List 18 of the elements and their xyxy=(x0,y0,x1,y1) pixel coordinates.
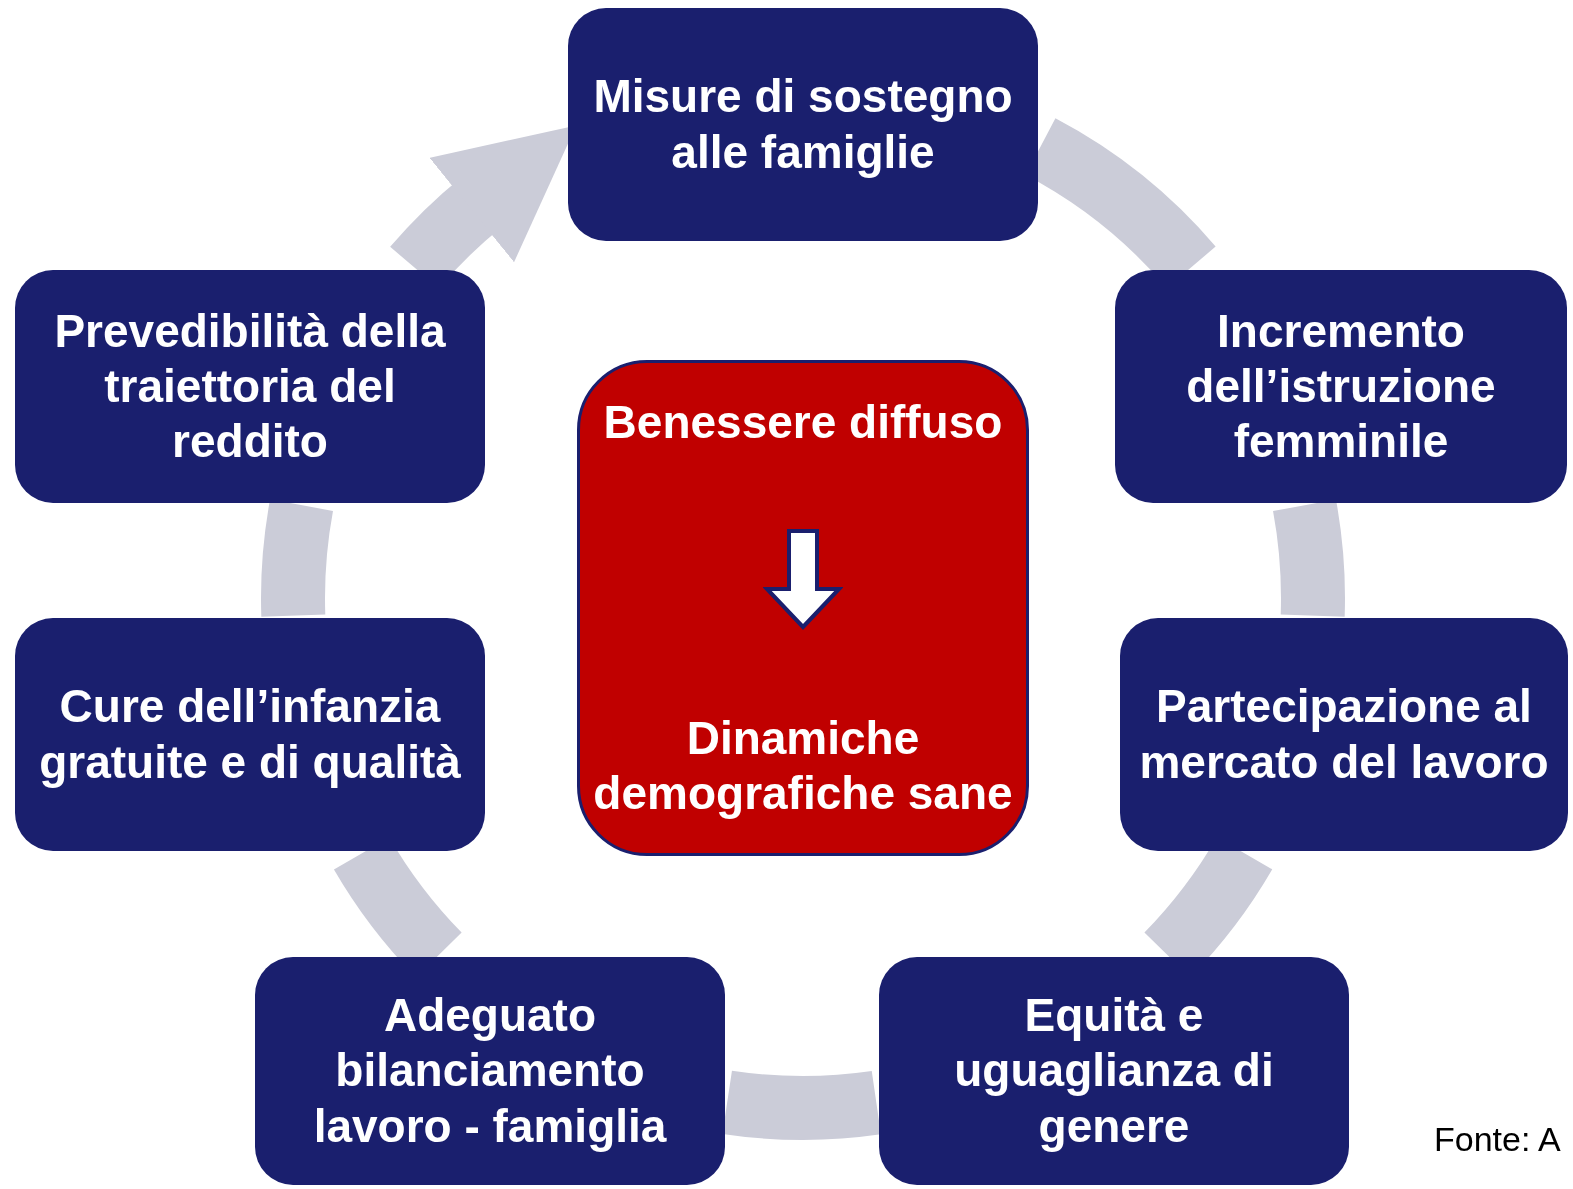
goal-text: Dinamiche demografiche sane xyxy=(592,710,1014,821)
factor-text: Adeguato bilanciamento lavoro - famiglia xyxy=(312,988,668,1154)
goal-text: Benessere diffuso xyxy=(603,395,1003,450)
factor-text: Partecipazione al mercato del lavoro xyxy=(1138,679,1550,790)
factor-text: Incremento dell’istruzione femminile xyxy=(1185,303,1497,470)
factor-box xyxy=(15,270,485,503)
factor-text: Misure di sostegno alle famiglie xyxy=(592,69,1014,180)
factor-box xyxy=(879,957,1349,1185)
factor-text: Prevedibilità della traiettoria del reddito xyxy=(53,303,447,470)
factor-text: Cure dell’infanzia gratuite e di qualità xyxy=(38,679,462,790)
goal-box xyxy=(577,360,1029,856)
factor-box xyxy=(15,618,485,851)
factor-box xyxy=(255,957,725,1185)
factor-box xyxy=(1115,270,1567,503)
source-note: Fonte: A xyxy=(1434,1119,1561,1160)
factor-text: Equità e uguaglianza di genere xyxy=(953,988,1275,1154)
factor-box xyxy=(1120,618,1568,851)
factor-box xyxy=(568,8,1038,241)
